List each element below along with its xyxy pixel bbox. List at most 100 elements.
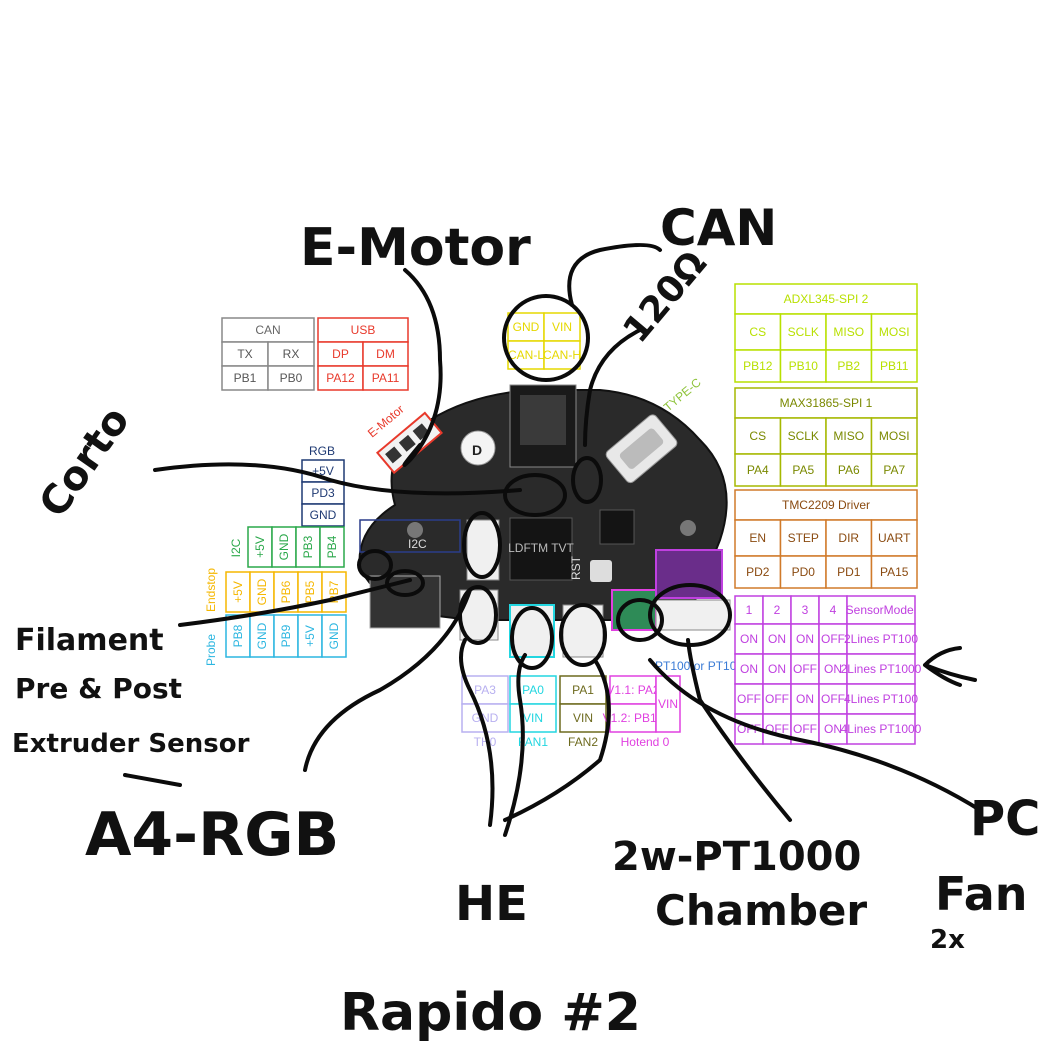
hotend-label: Hotend 0 (621, 735, 670, 749)
hand-120-ohm: 120Ω (615, 243, 714, 350)
max-col: SCLK (779, 417, 827, 455)
hand-fan: Fan (935, 867, 1028, 921)
adxl-col-text: CS (749, 325, 766, 339)
adxl-col-text: SCLK (788, 325, 819, 339)
sensor-cell-text: 4Lines PT1000 (841, 722, 922, 736)
fan1-label: FAN1 (518, 735, 548, 749)
max-title: MAX31865-SPI 1 (734, 387, 918, 419)
mount-hole (680, 520, 696, 536)
usb-pin-text: PA11 (372, 371, 400, 385)
tmc-col: STEP (779, 519, 827, 557)
probe-title: Probe (204, 634, 218, 666)
sensor-header-text: 2 (774, 603, 781, 617)
can-title: CAN (221, 317, 315, 343)
hand-e-motor: E-Motor (300, 218, 531, 278)
probe-pin: PB9 (273, 614, 299, 658)
pin-header (369, 575, 441, 629)
usb-col-text: DM (376, 347, 395, 361)
tmc-pin-text: PA15 (880, 565, 909, 579)
sensor-header-text: 4 (830, 603, 837, 617)
i2c-title: I2C (229, 538, 243, 557)
adxl-pin-text: PB11 (880, 359, 909, 373)
endstop-pin: +5V (225, 571, 251, 613)
hand-pc: PC (970, 791, 1040, 847)
sensor-cell: OFF (818, 623, 848, 655)
sensor-header: SensorModel (846, 595, 916, 625)
sensor-cell-text: 2Lines PT1000 (841, 662, 922, 676)
sensor-cell-text: OFF (765, 692, 789, 706)
sensor-cell: ON (762, 623, 792, 655)
sensor-cell-text: ON (768, 662, 786, 676)
rgb-title: RGB (309, 444, 335, 458)
adxl-col: SCLK (779, 313, 827, 351)
sensor-cell: 2Lines PT100 (844, 623, 918, 655)
sensor-cell: ON (818, 713, 848, 745)
sensor-cell: 2Lines PT1000 (841, 653, 922, 685)
max-pin-text: PA6 (838, 463, 860, 477)
tmc-pin: PD1 (825, 555, 873, 589)
pt-board-label: PT100 or PT1000 (655, 659, 750, 673)
sensor-cell: OFF (762, 713, 792, 745)
sensor-cell: ON (734, 653, 764, 685)
sensor-cell-text: OFF (793, 662, 817, 676)
i2c-pin: GND (271, 526, 297, 568)
usb-pin: PA11 (362, 365, 409, 391)
hand-2x: 2x (930, 925, 965, 955)
th0-pin: GND (461, 703, 509, 733)
hand-he: HE (455, 876, 528, 932)
adxl-col-text: MISO (833, 325, 864, 339)
adxl-col: MOSI (870, 313, 918, 351)
hotend-pin-text: V1.2: PB13 (603, 711, 664, 725)
rgb-pin: PD3 (301, 481, 345, 505)
fan1-connector (509, 604, 555, 658)
max-col: MOSI (870, 417, 918, 455)
sensor-header: 2 (762, 595, 792, 625)
power-pin-text: CAN-H (543, 348, 581, 362)
max-title-text: MAX31865-SPI 1 (780, 396, 873, 410)
sensor-cell-text: ON (796, 692, 814, 706)
sensor-cell: 4Lines PT1000 (841, 713, 922, 745)
can-pin: PB0 (267, 365, 315, 391)
endstop-pin-text: PB6 (279, 580, 293, 603)
adxl-pin-text: PB12 (743, 359, 773, 373)
driver-chip (599, 509, 635, 545)
rgb-pin-text: GND (310, 508, 337, 522)
max-pin-text: PA4 (747, 463, 769, 477)
probe-pin-text: GND (327, 622, 341, 649)
max-col-text: MOSI (879, 429, 910, 443)
fan1-pin-text: VIN (523, 711, 543, 725)
max-pin: PA7 (870, 453, 918, 487)
hand-filament-3: Extruder Sensor (12, 729, 250, 759)
rst-label: RST (569, 555, 583, 580)
power-pin: CAN-H (543, 340, 581, 370)
tmc-col-text: UART (878, 531, 911, 545)
max-pin-text: PA5 (792, 463, 814, 477)
hotend-pin: V1.1: PA2 (606, 675, 660, 705)
adxl-title: ADXL345-SPI 2 (734, 283, 918, 315)
sensor-cell: ON (790, 683, 820, 715)
sensor-cell: OFF (818, 683, 848, 715)
capacitor (460, 430, 496, 466)
tmc-pin-text: PD1 (837, 565, 861, 579)
sensor-cell: OFF (790, 653, 820, 685)
tmc-col-text: STEP (788, 531, 819, 545)
fan2-pin: PA1 (559, 675, 607, 705)
endstop-pin: PB7 (321, 571, 347, 613)
sensor-cell-text: OFF (821, 632, 845, 646)
sensor-cell: ON (734, 623, 764, 655)
probe-pin: GND (321, 614, 347, 658)
i2c-pin: PB4 (319, 526, 345, 568)
sensor-header-text: 3 (802, 603, 809, 617)
adxl-col: MISO (825, 313, 873, 351)
usb-title: USB (317, 317, 409, 343)
max-pin: PA4 (734, 453, 782, 487)
adxl-pin: PB10 (779, 349, 827, 383)
sensor-cell-text: ON (824, 662, 842, 676)
sensor-cell: OFF (762, 683, 792, 715)
adxl-pin: PB2 (825, 349, 873, 383)
endstop-title: Endstop (204, 568, 218, 612)
sensor-cell: ON (790, 623, 820, 655)
i2c-pin-text: GND (277, 533, 291, 560)
probe-pin-text: +5V (303, 625, 317, 647)
